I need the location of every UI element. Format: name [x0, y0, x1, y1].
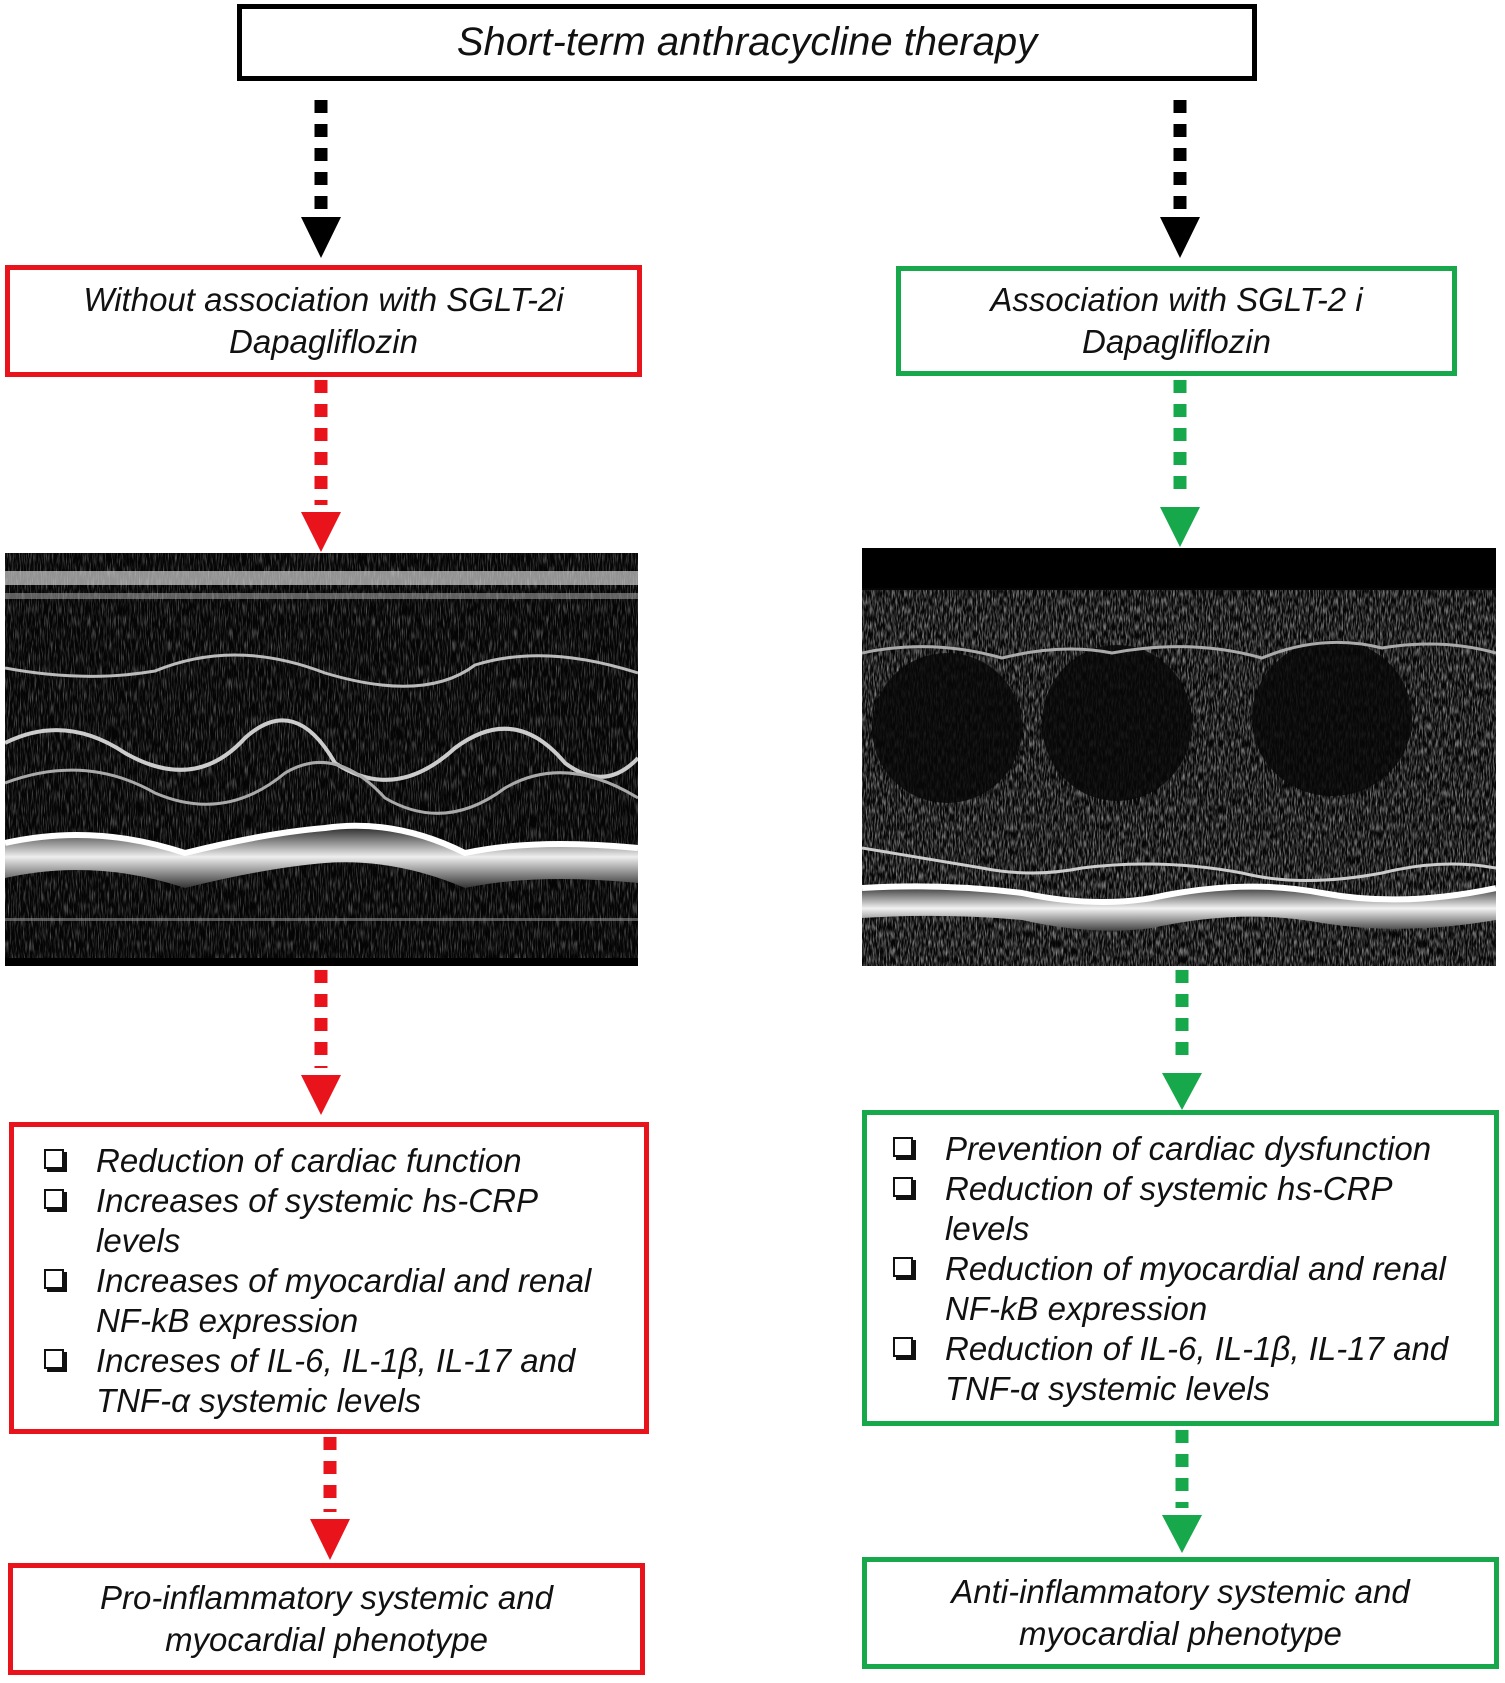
- checkbox-square-icon: [893, 1337, 913, 1357]
- checkbox-square-icon: [44, 1189, 64, 1209]
- left-header-line-2: Dapagliflozin: [229, 323, 418, 360]
- left-effect-item: Increases of systemic hs-CRP levels: [44, 1181, 624, 1261]
- checkbox-square-icon: [893, 1177, 913, 1197]
- dotted-down-arrow-icon: [1162, 970, 1202, 1110]
- left-effect-item: Reduction of cardiac function: [44, 1141, 624, 1181]
- left-effects-box: Reduction of cardiac function Increases …: [9, 1122, 649, 1434]
- right-effects-box: Prevention of cardiac dysfunction Reduct…: [862, 1110, 1499, 1426]
- left-echo-graphic: [5, 553, 638, 966]
- dotted-down-arrow-icon: [301, 100, 341, 258]
- dotted-down-arrow-icon: [1160, 380, 1200, 547]
- left-outcome-line-2: myocardial phenotype: [165, 1621, 488, 1658]
- right-header-box: Association with SGLT-2 i Dapagliflozin: [896, 266, 1457, 376]
- right-effect-item: Prevention of cardiac dysfunction: [893, 1129, 1474, 1169]
- left-header-box: Without association with SGLT-2i Dapagli…: [5, 265, 642, 377]
- checkbox-square-icon: [893, 1257, 913, 1277]
- left-header-line-1: Without association with SGLT-2i: [83, 281, 564, 318]
- right-echo-graphic: [862, 548, 1496, 966]
- right-effect-item: Reduction of myocardial and renal NF-kB …: [893, 1249, 1474, 1329]
- right-outcome-box: Anti-inflammatory systemic and myocardia…: [862, 1557, 1499, 1669]
- checkbox-square-icon: [44, 1149, 64, 1169]
- right-effect-item: Reduction of IL-6, IL-1β, IL-17 and TNF-…: [893, 1329, 1474, 1409]
- left-outcome-line-1: Pro-inflammatory systemic and: [100, 1579, 553, 1616]
- checkbox-square-icon: [44, 1349, 64, 1369]
- dotted-down-arrow-icon: [301, 970, 341, 1115]
- checkbox-square-icon: [893, 1137, 913, 1157]
- right-effect-item: Reduction of systemic hs-CRP levels: [893, 1169, 1474, 1249]
- therapy-label: Short-term anthracycline therapy: [456, 20, 1038, 64]
- checkbox-square-icon: [44, 1269, 64, 1289]
- right-header-line-1: Association with SGLT-2 i: [990, 281, 1363, 318]
- right-m-mode-echo-image: [862, 548, 1496, 966]
- left-outcome-box: Pro-inflammatory systemic and myocardial…: [8, 1563, 645, 1675]
- dotted-down-arrow-icon: [1160, 100, 1200, 258]
- left-effect-item: Increases of myocardial and renal NF-kB …: [44, 1261, 624, 1341]
- right-outcome-line-1: Anti-inflammatory systemic and: [951, 1573, 1410, 1610]
- left-effect-item: Increses of IL-6, IL-1β, IL-17 and TNF-α…: [44, 1341, 624, 1421]
- right-outcome-line-2: myocardial phenotype: [1019, 1615, 1342, 1652]
- therapy-box: Short-term anthracycline therapy: [237, 4, 1257, 81]
- dotted-down-arrow-icon: [310, 1437, 350, 1560]
- dotted-down-arrow-icon: [1162, 1430, 1202, 1553]
- left-m-mode-echo-image: [5, 553, 638, 966]
- right-header-line-2: Dapagliflozin: [1082, 323, 1271, 360]
- dotted-down-arrow-icon: [301, 380, 341, 552]
